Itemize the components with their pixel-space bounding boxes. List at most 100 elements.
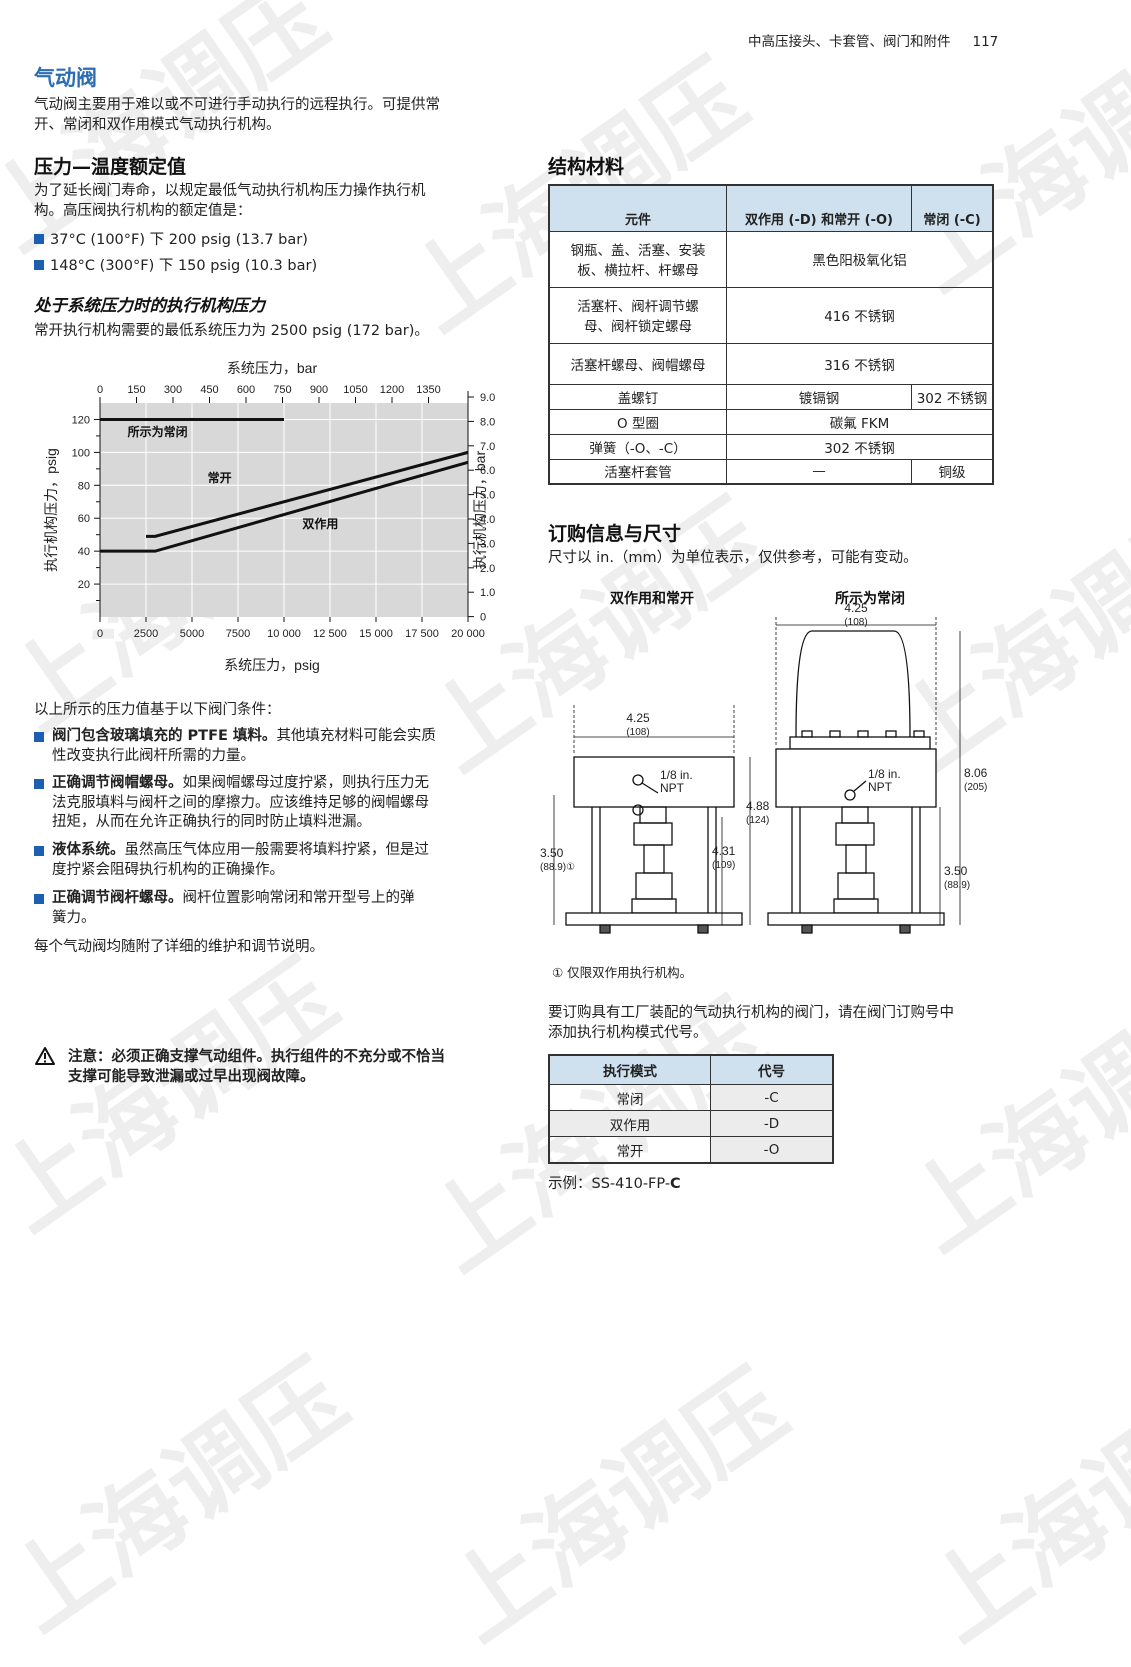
- ordering-header: 执行模式: [548, 1054, 711, 1085]
- conditions-lead: 以上所示的压力值基于以下阀门条件：: [34, 702, 281, 718]
- ordering-instructions: 要订购具有工厂装配的气动执行机构的阀门，请在阀门订购号中 添加执行机构模式代号。: [548, 1005, 954, 1041]
- chart-left-tick-label: 20: [78, 579, 90, 591]
- materials-header: 元件: [548, 184, 727, 232]
- chart-right-tick-label: 7.0: [480, 441, 495, 453]
- dim-width-left-mm: (108): [626, 727, 649, 738]
- chart-right-tick-label: 9.0: [480, 392, 495, 404]
- dim-350-left: 3.50: [540, 846, 564, 860]
- chart-bottom-tick-label: 17 500: [405, 628, 439, 640]
- chart-right-tick-label: 6.0: [480, 465, 495, 477]
- drawing-footnote: ① 仅限双作用执行机构。: [552, 965, 693, 980]
- chart-left-tick-label: 120: [72, 414, 90, 426]
- chart-right-tick-label: 1.0: [480, 587, 495, 599]
- table-row: 活塞杆、阀杆调节螺母、阀杆锁定螺母 416 不锈钢: [548, 286, 994, 344]
- chart-right-tick-label: 4.0: [480, 514, 495, 526]
- chart-top-tick-label: 600: [237, 384, 255, 396]
- ordering-heading: 订购信息与尺寸: [548, 523, 682, 545]
- chart-bottom-tick-label: 15 000: [359, 628, 393, 640]
- right-valve-drawing: [767, 617, 961, 934]
- ap-text: 常开执行机构需要的最低系统压力为 2500 psig (172 bar)。: [34, 323, 429, 339]
- bullet-icon: [34, 732, 44, 742]
- chart-left-tick-label: 80: [78, 480, 90, 492]
- chart-axes: [94, 391, 474, 622]
- bullet-icon: [34, 260, 44, 270]
- pt-heading: 压力—温度额定值: [34, 156, 187, 178]
- chart-left-tick-label: 40: [78, 546, 90, 558]
- materials-header: 常闭 (-C): [911, 184, 994, 232]
- watermark: 上海调压: [0, 940, 357, 1253]
- dim-431: 4.31: [712, 844, 736, 858]
- materials-heading: 结构材料: [548, 156, 625, 178]
- dim-806-mm: (205): [964, 782, 987, 793]
- chart-right-tick-label: 0: [480, 612, 486, 624]
- table-row: O 型圈 碳氟 FKM: [548, 408, 994, 435]
- chart-series-label: 常开: [208, 470, 232, 485]
- pt-text: 为了延长阀门寿命，以规定最低气动执行机构压力操作执行机 构。高压阀执行机构的额定…: [34, 183, 426, 219]
- chart-series-label: 双作用: [302, 516, 338, 531]
- chart-right-tick-label: 8.0: [480, 416, 495, 428]
- table-row: 活塞杆螺母、阀帽螺母 316 不锈钢: [548, 342, 994, 385]
- chart-series: [100, 417, 469, 553]
- chart-bottom-tick-label: 7500: [226, 628, 250, 640]
- bullet-icon: [34, 779, 44, 789]
- chart-bottom-tick-label: 20 000: [451, 628, 485, 640]
- bullet-icon: [34, 234, 44, 244]
- page-title: 气动阀: [34, 66, 97, 90]
- table-row: 双作用 -D: [548, 1110, 834, 1137]
- chart-top-tick-label: 1050: [343, 384, 367, 396]
- condition-item: 液体系统。虽然高压气体应用一般需要将填料拧紧，但是过 度拧紧会阻碍执行机构的正确…: [34, 841, 536, 880]
- chart-top-tick-label: 450: [200, 384, 218, 396]
- watermark: 上海调压: [907, 1350, 1131, 1663]
- dim-width-right: 4.25: [844, 601, 868, 615]
- condition-item: 正确调节阀杆螺母。阀杆位置影响常闭和常开型号上的弹 簧力。: [34, 889, 536, 928]
- chart-bottom-tick-label: 10 000: [267, 628, 301, 640]
- chart-bottom-tick-label: 5000: [180, 628, 204, 640]
- chart-left-tick-label: 60: [78, 513, 90, 525]
- dim-npt-label-right-2: NPT: [868, 780, 893, 794]
- chart-top-tick-label: 1350: [416, 384, 440, 396]
- caution-text: 注意：必须正确支撑气动组件。执行组件的不充分或不恰当 支撑可能导致泄漏或过早出现…: [68, 1049, 445, 1085]
- intro-text: 气动阀主要用于难以或不可进行手动执行的远程执行。可提供常 开、常闭和双作用模式气…: [34, 97, 440, 133]
- chart-bottom-tick-label: 12 500: [313, 628, 347, 640]
- dim-npt-label: 1/8 in.: [660, 768, 693, 782]
- bullet-icon: [34, 894, 44, 904]
- dim-width-left: 4.25: [626, 711, 650, 725]
- ordering-text: 尺寸以 in.（mm）为单位表示，仅供参考，可能有变动。: [548, 550, 918, 566]
- warning-icon: [35, 1047, 55, 1065]
- dim-488: 4.88: [746, 799, 770, 813]
- table-row: 活塞杆套管 — 铜级: [548, 458, 994, 485]
- chart-right-tick-label: 5.0: [480, 490, 495, 502]
- materials-header: 双作用 (-D) 和常开 (-O): [726, 184, 912, 232]
- chart-bottom-axis-label: 系统压力，psig: [224, 657, 320, 673]
- conditions-footer: 每个气动阀均随附了详细的维护和调节说明。: [34, 939, 324, 955]
- watermark: 上海调压: [887, 960, 1131, 1273]
- chart-left-axis-label: 执行机构压力，psig: [43, 448, 59, 572]
- dim-npt-label-2: NPT: [660, 781, 685, 795]
- dim-width-right-mm: (108): [844, 617, 867, 628]
- condition-item: 正确调节阀帽螺母。如果阀帽螺母过度拧紧，则执行压力无 法克服填料与阀杆之间的摩擦…: [34, 774, 536, 833]
- dim-488-mm: (124): [746, 815, 769, 826]
- chart-right-axis-label: 执行机构压力，bar: [472, 451, 488, 570]
- chart-top-tick-label: 300: [164, 384, 182, 396]
- chart-series-line: [100, 460, 469, 553]
- chart-top-tick-label: 150: [127, 384, 145, 396]
- chart-top-tick-label: 1200: [380, 384, 404, 396]
- header-section: 中高压接头、卡套管、阀门和附件: [748, 34, 951, 50]
- drawing-left-title: 双作用和常开: [610, 590, 694, 606]
- chart-top-tick-label: 0: [97, 384, 103, 396]
- dim-350-right-mm: (88.9): [944, 880, 970, 891]
- bullet-icon: [34, 846, 44, 856]
- dimension-drawing: 双作用和常开 所示为常闭 4.25 (108) 1/8 in. NPT 3.50…: [540, 590, 988, 934]
- drawing-right-title: 所示为常闭: [835, 590, 905, 606]
- pt-bullet: 148°C (300°F) 下 150 psig (10.3 bar): [34, 256, 317, 276]
- ordering-header: 代号: [710, 1054, 834, 1085]
- table-row: 常闭 -C: [548, 1084, 834, 1111]
- dim-431-mm: (109): [712, 860, 735, 871]
- chart-top-tick-label: 900: [310, 384, 328, 396]
- chart-left-tick-label: 100: [72, 447, 90, 459]
- table-row: 常开 -O: [548, 1136, 834, 1164]
- watermark: 上海调压: [0, 1340, 367, 1653]
